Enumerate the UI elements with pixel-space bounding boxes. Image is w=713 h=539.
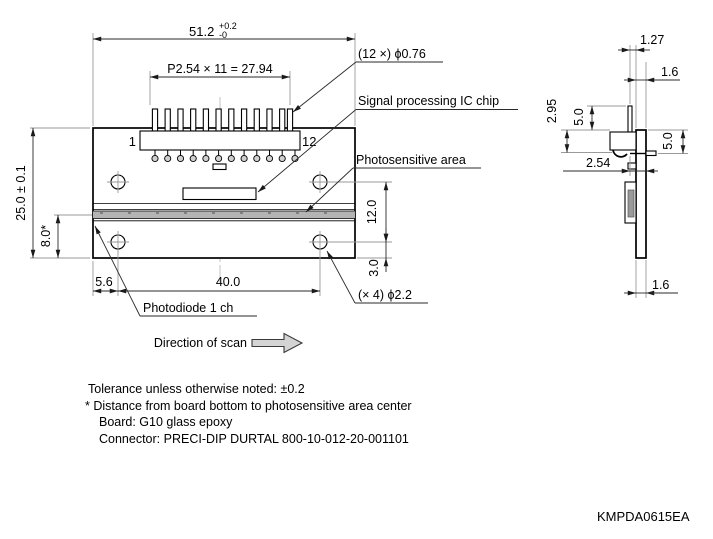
connector-pin	[228, 108, 235, 132]
connector-side	[609, 131, 637, 151]
dim-hole-offset-left-label: 5.6	[95, 275, 112, 289]
connector-pin	[215, 108, 222, 132]
pin-12-label: 12	[302, 134, 316, 149]
connector-pin	[190, 108, 197, 132]
dim-pin-length-label: 5.0	[572, 108, 586, 125]
connector-pin	[240, 108, 248, 132]
dim-board-thickness-bottom: 1.6	[624, 260, 678, 298]
pin-side	[627, 105, 633, 133]
dim-holes-vertical: 12.0 3.0	[331, 181, 392, 277]
callout-photodiode-label: Photodiode 1 ch	[143, 301, 233, 315]
note-tolerance: Tolerance unless otherwise noted: ±0.2	[88, 382, 305, 396]
dim-board-thickness-top-label: 1.6	[661, 65, 678, 79]
connector-body	[139, 130, 301, 151]
lead-tab	[645, 150, 657, 157]
dim-board-thickness-bottom-label: 1.6	[652, 278, 669, 292]
dim-board-height-label: 25.0 ± 0.1	[14, 165, 28, 221]
dim-board-width-label: 51.2	[189, 24, 214, 39]
note-asterisk: * Distance from board bottom to photosen…	[85, 399, 412, 413]
dim-connector-height: 2.95	[545, 99, 612, 153]
dim-ps-center: 8.0*	[39, 214, 92, 258]
dim-board-width-tol-upper: +0.2	[219, 21, 237, 31]
dim-board-thickness-top: 1.6	[624, 62, 680, 128]
callout-pin-diameter-label: (12 ×) ϕ0.76	[358, 47, 426, 61]
dim-pin-to-board-label: 2.54	[586, 156, 610, 170]
note-board-material: Board: G10 glass epoxy	[99, 415, 233, 429]
mounting-holes	[107, 171, 331, 253]
small-component-side	[627, 162, 637, 170]
connector-pin	[164, 108, 171, 132]
connector-pin	[266, 108, 273, 132]
callouts: (12 ×) ϕ0.76 Signal processing IC chip P…	[94, 47, 518, 317]
dim-hole-to-bottom-label: 3.0	[367, 259, 381, 276]
scan-direction-label: Direction of scan	[154, 336, 247, 350]
side-view: 1.27 1.6 2.95 5.0 5.0	[357, 33, 688, 298]
dim-holes-horizontal: 5.6 40.0	[92, 251, 321, 296]
dim-board-height: 25.0 ± 0.1	[14, 127, 90, 259]
dim-board-width-tol-lower: -0	[219, 30, 227, 40]
connector-pin	[279, 108, 286, 132]
board-side-outline	[635, 129, 647, 259]
dim-board-width: 51.2 +0.2 -0	[92, 21, 356, 126]
dim-pin-pitch-label: P2.54 × 11 = 27.94	[167, 62, 272, 76]
ic-chip	[182, 187, 257, 201]
document-number: KMPDA0615EA	[597, 509, 690, 524]
note-connector-type: Connector: PRECI-DIP DURTAL 800-10-012-2…	[99, 432, 409, 446]
connector-pin-12-highlighted	[286, 108, 294, 132]
bent-lead	[612, 149, 628, 158]
dim-ps-center-label: 8.0*	[39, 225, 53, 247]
solder-tails	[151, 150, 299, 163]
callout-hole-diameter-label: (× 4) ϕ2.2	[358, 288, 412, 302]
photosensitive-side	[627, 189, 635, 218]
dim-connector-height-label: 2.95	[545, 99, 559, 123]
dim-pin-offset-label: 1.27	[640, 33, 664, 47]
dim-pin-length: 5.0	[572, 105, 626, 130]
dim-hole-span-horizontal-label: 40.0	[216, 275, 240, 289]
connector-pin	[253, 108, 260, 132]
connector-pin	[151, 108, 159, 132]
dim-pin-offset: 1.27	[618, 33, 664, 128]
callout-photosensitive-area-label: Photosensitive area	[356, 153, 466, 167]
scan-direction: Direction of scan	[154, 332, 304, 354]
small-component	[212, 163, 227, 171]
notes-block: Tolerance unless otherwise noted: ±0.2 *…	[85, 382, 412, 446]
dim-lead-offset: 5.0	[648, 129, 688, 154]
dim-lead-offset-label: 5.0	[661, 132, 675, 149]
dim-pin-pitch: P2.54 × 11 = 27.94	[149, 62, 291, 105]
dim-hole-span-vertical-label: 12.0	[365, 200, 379, 224]
front-view: 1 12 51.2 +0.2 -0	[14, 21, 518, 354]
callout-ic-chip-label: Signal processing IC chip	[358, 94, 499, 108]
dim-pin-to-board: 2.54	[563, 156, 658, 176]
connector-pin	[202, 108, 210, 132]
connector-pin	[177, 108, 184, 132]
pin-1-label: 1	[129, 134, 136, 149]
scan-direction-arrow	[251, 332, 304, 354]
